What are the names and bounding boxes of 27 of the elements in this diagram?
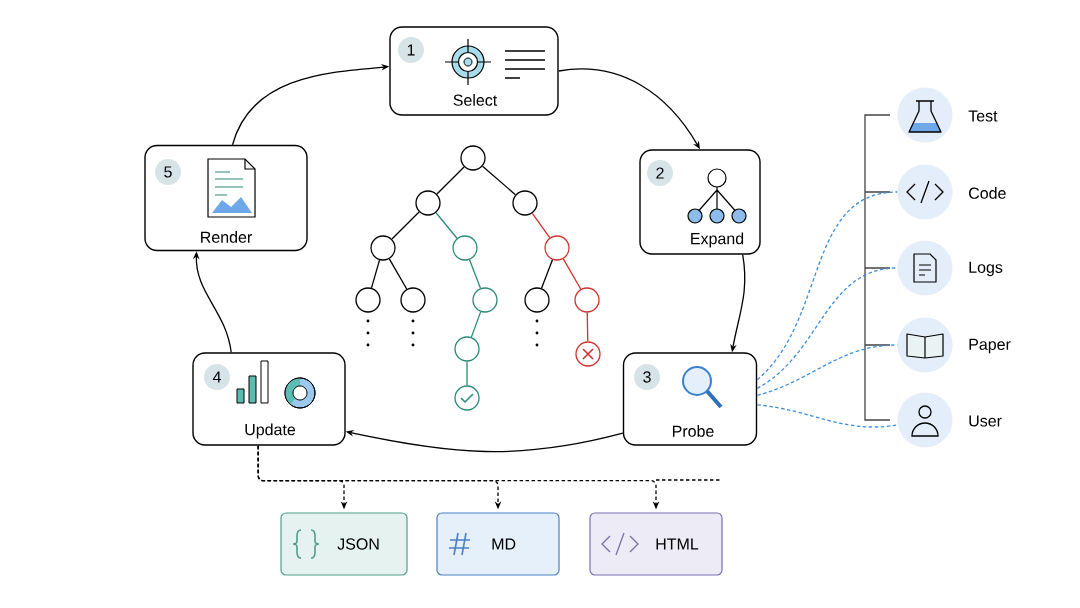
step-badge: 4 xyxy=(204,364,230,390)
tree-node xyxy=(544,235,570,261)
step-badge: 3 xyxy=(634,364,660,390)
tree-node xyxy=(415,190,441,216)
step-badge: 5 xyxy=(155,159,181,185)
tree-node xyxy=(355,287,381,313)
tree-node xyxy=(574,287,600,313)
step-badge: 2 xyxy=(647,160,673,186)
output-box: MD xyxy=(436,512,560,576)
tree-node xyxy=(454,385,480,411)
tree-node xyxy=(454,336,480,362)
tree-node xyxy=(472,287,498,313)
tree-node xyxy=(460,145,486,171)
step-badge: 1 xyxy=(398,37,424,63)
source-label: User xyxy=(969,415,1002,427)
tree-node xyxy=(452,235,478,261)
tree-node xyxy=(524,287,550,313)
tree-node xyxy=(400,287,426,313)
source-label: Test xyxy=(968,110,998,122)
source-label: Logs xyxy=(969,261,1003,277)
output-box: HTML xyxy=(589,512,723,576)
output-box: JSON xyxy=(280,512,408,576)
tree-node xyxy=(370,235,396,261)
tree-node xyxy=(512,190,538,216)
source-label: Code xyxy=(969,187,1006,199)
tree-node xyxy=(575,341,601,367)
source-label: Paper xyxy=(969,338,1011,354)
